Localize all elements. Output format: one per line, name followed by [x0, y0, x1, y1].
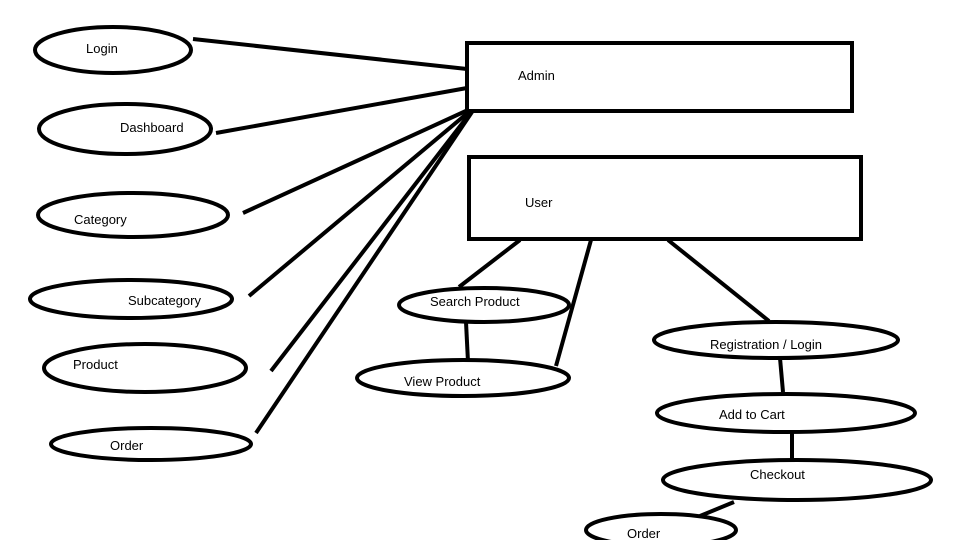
- user-connectors: [457, 238, 794, 518]
- edge-admin-subcategory: [247, 109, 472, 298]
- subcategory-label: Subcategory: [128, 293, 201, 308]
- registration-login-node: Registration / Login: [652, 320, 900, 360]
- subcategory-node: Subcategory: [28, 278, 234, 320]
- edge-user-view-product: [554, 239, 593, 367]
- user-box: [467, 155, 863, 241]
- admin-connectors: [192, 37, 474, 435]
- user-order-label: Order: [627, 526, 661, 540]
- view-product-label: View Product: [404, 374, 481, 389]
- add-to-cart-ellipse: [655, 392, 917, 434]
- add-to-cart-node: Add to Cart: [655, 392, 917, 434]
- view-product-node: View Product: [355, 358, 571, 398]
- registration-login-label: Registration / Login: [710, 337, 822, 352]
- checkout-label: Checkout: [750, 467, 805, 482]
- login-ellipse: [33, 25, 193, 75]
- add-to-cart-label: Add to Cart: [719, 407, 785, 422]
- dashboard-label: Dashboard: [120, 120, 184, 135]
- edge-search-view-product: [464, 321, 470, 363]
- user-order-node: Order: [584, 512, 738, 540]
- dashboard-ellipse: [37, 102, 213, 156]
- edge-admin-category: [242, 108, 469, 215]
- product-node: Product: [42, 342, 248, 394]
- checkout-node: Checkout: [661, 458, 933, 502]
- admin-label: Admin: [518, 68, 555, 83]
- edge-user-registration-login: [666, 238, 771, 323]
- subcategory-ellipse: [28, 278, 234, 320]
- user-order-ellipse: [584, 512, 738, 540]
- admin-order-node: Order: [49, 426, 253, 462]
- search-product-ellipse: [397, 286, 571, 324]
- admin-entity: Admin: [465, 41, 854, 113]
- registration-login-ellipse: [652, 320, 900, 360]
- admin-order-label: Order: [110, 438, 144, 453]
- user-entity: User: [467, 155, 863, 241]
- view-product-ellipse: [355, 358, 571, 398]
- edge-admin-order: [254, 110, 474, 435]
- search-product-node: Search Product: [397, 286, 571, 324]
- category-ellipse: [36, 191, 230, 239]
- edge-registration-add-to-cart: [778, 357, 785, 393]
- product-ellipse: [42, 342, 248, 394]
- category-label: Category: [74, 212, 127, 227]
- category-node: Category: [36, 191, 230, 239]
- dashboard-node: Dashboard: [37, 102, 213, 156]
- user-label: User: [525, 195, 553, 210]
- edge-admin-login: [192, 37, 468, 71]
- login-label: Login: [86, 41, 118, 56]
- edge-checkout-order: [699, 500, 735, 518]
- edge-admin-product: [269, 110, 473, 373]
- product-label: Product: [73, 357, 118, 372]
- edge-admin-dashboard: [215, 86, 468, 135]
- admin-order-ellipse: [49, 426, 253, 462]
- admin-box: [465, 41, 854, 113]
- edge-user-search-product: [457, 238, 522, 289]
- login-node: Login: [33, 25, 193, 75]
- checkout-ellipse: [661, 458, 933, 502]
- search-product-label: Search Product: [430, 294, 520, 309]
